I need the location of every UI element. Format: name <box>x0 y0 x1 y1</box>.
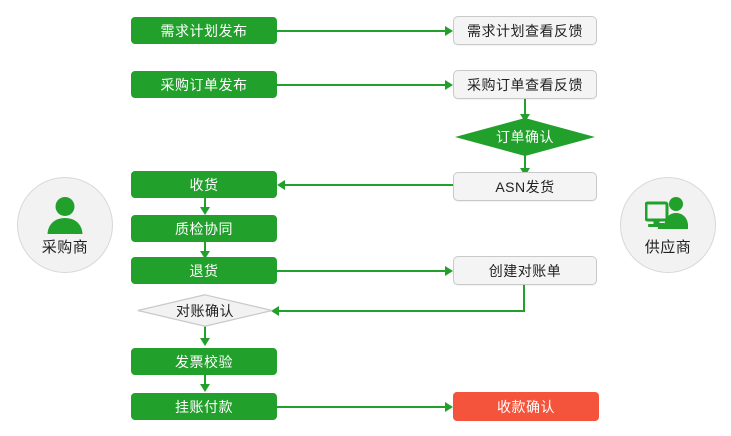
edge-confirm-invoice-line <box>204 325 206 342</box>
edge-po-line <box>277 84 445 86</box>
node-payable-payment[interactable]: 挂账付款 <box>131 393 277 420</box>
node-label: 挂账付款 <box>175 398 233 415</box>
diamond-shape <box>137 294 273 327</box>
node-label: 收款确认 <box>497 398 555 415</box>
node-label: 需求计划查看反馈 <box>467 22 583 39</box>
edge-statement-check-arrow <box>271 306 279 316</box>
node-order-confirm[interactable]: 订单确认 <box>455 118 595 156</box>
actor-label: 供应商 <box>644 238 692 256</box>
node-label: 质检协同 <box>175 220 233 237</box>
node-demand-plan-feedback[interactable]: 需求计划查看反馈 <box>453 16 597 45</box>
edge-quality-return-arrow <box>200 251 210 259</box>
node-label: 订单确认 <box>496 129 554 145</box>
node-po-publish[interactable]: 采购订单发布 <box>131 71 277 98</box>
edge-demand-plan-line <box>277 30 445 32</box>
node-receive-goods[interactable]: 收货 <box>131 171 277 198</box>
node-statement-confirm[interactable]: 对账确认 <box>137 294 273 327</box>
person-at-computer-icon <box>645 194 691 234</box>
diamond-shape <box>455 118 595 156</box>
node-label: 发票校验 <box>175 353 233 370</box>
node-label: 收货 <box>189 176 219 193</box>
node-label: 采购订单查看反馈 <box>467 76 583 93</box>
person-icon <box>42 194 88 234</box>
edge-asn-receive-line <box>285 184 453 186</box>
node-invoice-check[interactable]: 发票校验 <box>131 348 277 375</box>
edge-receive-quality-arrow <box>200 207 210 215</box>
node-asn-ship[interactable]: ASN发货 <box>453 172 597 201</box>
edge-invoice-payment-arrow <box>200 384 210 392</box>
node-label: 创建对账单 <box>488 262 562 279</box>
node-label: ASN发货 <box>495 178 555 195</box>
node-quality-collab[interactable]: 质检协同 <box>131 215 277 242</box>
node-receipt-confirm[interactable]: 收款确认 <box>453 392 599 421</box>
edge-asn-receive-arrow <box>277 180 285 190</box>
edge-payment-receipt-arrow <box>445 402 453 412</box>
edge-po-arrow <box>445 80 453 90</box>
edge-return-statement-line <box>277 270 445 272</box>
node-label: 采购订单发布 <box>160 76 248 93</box>
edge-po-confirm-line <box>524 98 526 117</box>
node-po-feedback[interactable]: 采购订单查看反馈 <box>453 70 597 99</box>
actor-buyer[interactable]: 采购商 <box>17 177 113 273</box>
actor-label: 采购商 <box>41 238 89 256</box>
edge-statement-check-drop <box>523 284 525 312</box>
node-label: 退货 <box>189 262 219 279</box>
edge-receive-quality-line <box>204 198 206 210</box>
actor-supplier[interactable]: 供应商 <box>620 177 716 273</box>
node-create-statement[interactable]: 创建对账单 <box>453 256 597 285</box>
edge-demand-plan-arrow <box>445 26 453 36</box>
node-return-goods[interactable]: 退货 <box>131 257 277 284</box>
edge-quality-return-line <box>204 242 206 254</box>
node-label: 需求计划发布 <box>160 22 248 39</box>
edge-confirm-asn-line <box>524 155 526 172</box>
edge-confirm-invoice-arrow <box>200 338 210 346</box>
node-label: 对账确认 <box>176 302 234 319</box>
edge-return-statement-arrow <box>445 266 453 276</box>
edge-invoice-payment-line <box>204 375 206 387</box>
edge-payment-receipt-line <box>277 406 445 408</box>
node-demand-plan-publish[interactable]: 需求计划发布 <box>131 17 277 44</box>
edge-statement-check-line <box>279 310 525 312</box>
